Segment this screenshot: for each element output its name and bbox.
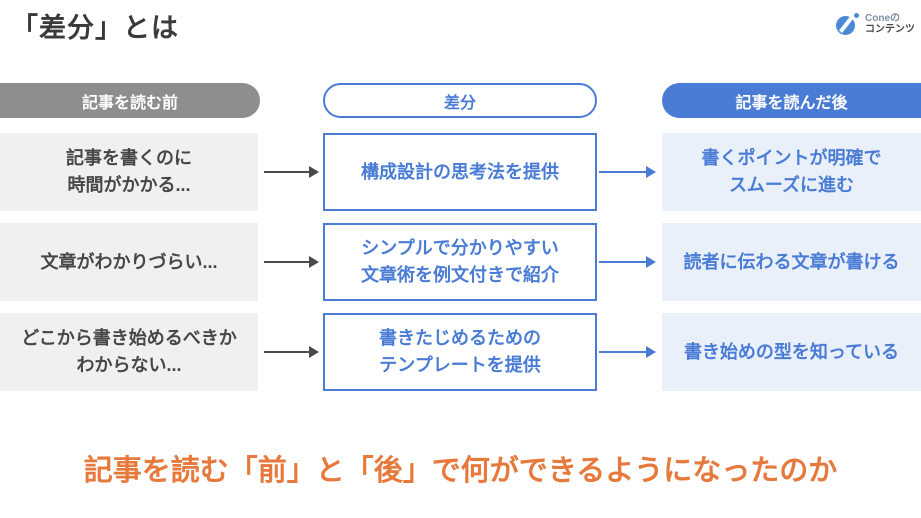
arrow-right-icon (264, 256, 319, 268)
brand-logo: Coneの コンテンツ (836, 12, 915, 36)
diff-box-row-2: シンプルで分かりやすい 文章術を例文付きで紹介 (323, 223, 597, 301)
arrow-right-icon (264, 166, 319, 178)
before-box-row-3: どこから書き始めるべきか わからない... (0, 313, 258, 391)
before-box-row-2: 文章がわかりづらい... (0, 223, 258, 301)
diff-box-row-1: 構成設計の思考法を提供 (323, 133, 597, 211)
header-after-reading: 記事を読んだ後 (662, 83, 921, 118)
bottom-message: 記事を読む「前」と「後」で何ができるようになったのか (83, 455, 838, 487)
before-box-row-1: 記事を書くのに 時間がかかる... (0, 133, 258, 211)
after-box-row-3: 書き始めの型を知っている (662, 313, 921, 391)
logo-dot-shape (854, 13, 859, 18)
arrow-right-icon (599, 346, 656, 358)
arrow-right-icon (599, 166, 656, 178)
arrow-right-icon (264, 346, 319, 358)
after-box-row-1: 書くポイントが明確で スムーズに進む (662, 133, 921, 211)
arrow-right-icon (599, 256, 656, 268)
page-title: 「差分」とは (11, 13, 179, 43)
cone-logo-icon (836, 12, 860, 36)
after-box-row-2: 読者に伝わる文章が書ける (662, 223, 921, 301)
brand-name: Coneの コンテンツ (865, 13, 915, 35)
diff-box-row-3: 書きたじめるための テンプレートを提供 (323, 313, 597, 391)
header-before-reading: 記事を読む前 (0, 83, 260, 118)
brand-name-top: Coneの (865, 13, 900, 24)
header-diff: 差分 (323, 83, 597, 118)
brand-name-bottom: コンテンツ (865, 24, 915, 35)
